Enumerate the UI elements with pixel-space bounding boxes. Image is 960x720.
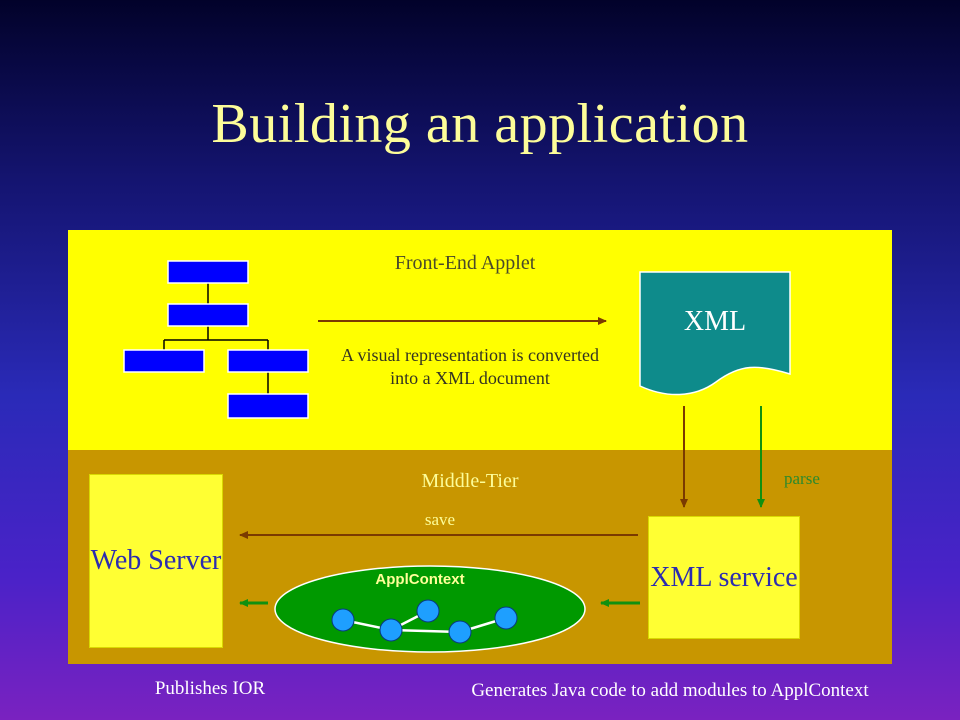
appl-context-label: ApplContext	[375, 571, 465, 588]
tree-node-leaf	[227, 393, 309, 419]
module-node	[379, 618, 403, 642]
save-label: save	[424, 510, 456, 529]
conversion-description: A visual representation is converted int…	[341, 345, 599, 388]
web-server-box: Web Server	[89, 474, 223, 648]
publishes-ior-caption: Publishes IOR	[154, 678, 266, 699]
slide-title: Building an application	[211, 93, 749, 155]
module-nodes	[331, 599, 518, 644]
module-link	[390, 628, 461, 634]
tree-node-level2	[167, 303, 249, 327]
tree-node-root	[167, 260, 249, 284]
module-node	[494, 606, 518, 630]
module-node	[448, 620, 472, 644]
generates-code-caption: Generates Java code to add modules to Ap…	[471, 680, 869, 701]
xml-service-box: XML service	[648, 516, 800, 639]
tree-node-left	[123, 349, 205, 373]
xml-document-label: XML	[683, 306, 747, 337]
module-node	[416, 599, 440, 623]
tree-diagram-icon	[123, 260, 309, 419]
tree-node-right	[227, 349, 309, 373]
module-node	[331, 608, 355, 632]
web-server-label: Web Server	[90, 545, 222, 576]
front-end-label: Front-End Applet	[394, 252, 536, 274]
xml-document-icon	[639, 271, 791, 396]
parse-label: parse	[784, 469, 820, 488]
middle-tier-label: Middle-Tier	[421, 470, 519, 492]
xml-service-label: XML service	[650, 561, 798, 593]
